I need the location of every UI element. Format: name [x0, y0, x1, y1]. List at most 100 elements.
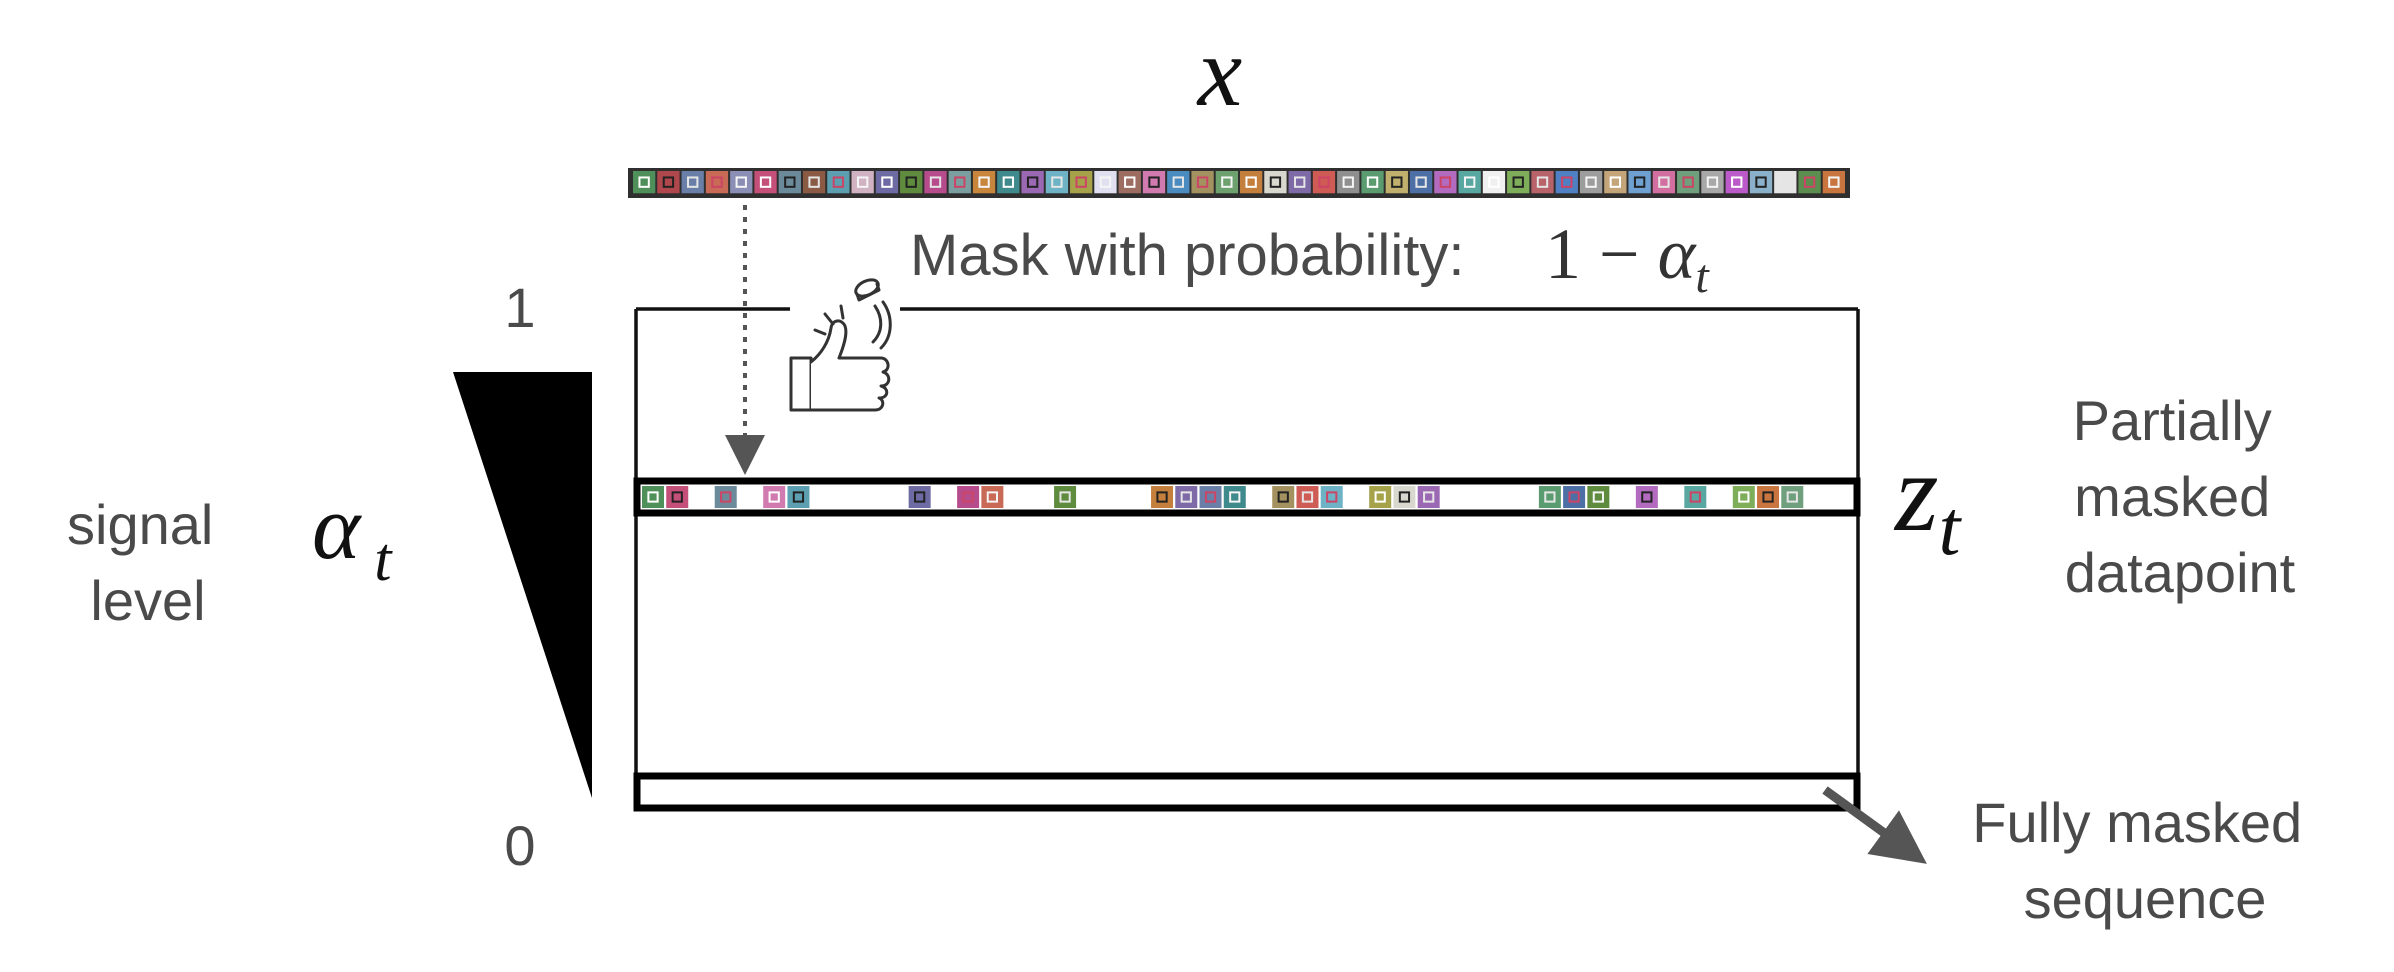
sequence-x-token-inner	[1536, 176, 1549, 188]
zt-symbol: zt	[1893, 431, 1963, 571]
sequence-x-token	[997, 171, 1020, 194]
sequence-zt-token	[1272, 486, 1295, 508]
sequence-x-token-inner	[1318, 176, 1330, 188]
sequence-x-token-inner	[1731, 176, 1743, 188]
hand-flipping-coin-icon	[789, 278, 892, 412]
sequence-zt-token	[1296, 486, 1319, 508]
sequence-zt-token-inner	[1277, 491, 1289, 503]
sequence-x-token-inner	[808, 176, 820, 188]
sequence-x-token	[1798, 171, 1821, 194]
sequence-x-token-inner	[929, 176, 942, 188]
sequence-x	[628, 168, 1850, 198]
sequence-zt-token-inner	[1738, 491, 1750, 503]
sequence-zt-token	[1538, 486, 1561, 508]
sequence-x-token	[1725, 171, 1748, 194]
sequence-zt-token	[1151, 486, 1174, 508]
sequence-x-token	[972, 171, 996, 194]
sequence-zt-token-inner	[1398, 491, 1411, 503]
sequence-zt-token-inner	[1544, 491, 1556, 503]
mask-probability-label: Mask with probability:	[910, 223, 1464, 288]
sequence-x-token-inner	[1269, 176, 1282, 188]
sequence-x-token-inner	[905, 176, 917, 188]
sequence-zt-token	[1369, 486, 1392, 508]
fully-masked-label: Fully masked sequence	[1972, 791, 2317, 930]
sequence-x-token-inner	[1172, 176, 1184, 188]
sequence-x-token	[1409, 171, 1433, 194]
mask-probability-formula: 1 − αt	[1545, 214, 1710, 303]
sequence-zt-token-inner	[962, 491, 974, 503]
signal-label-line2: level	[90, 569, 205, 632]
sequence-x-token	[754, 171, 777, 194]
sequence-zt-token	[908, 486, 931, 508]
sequence-x-token	[1240, 171, 1263, 194]
signal-level-wedge	[453, 372, 592, 798]
sequence-zt-token-inner	[1180, 491, 1192, 503]
fully-masked-arrow	[1822, 786, 1927, 864]
sequence-zt-token	[1587, 486, 1610, 508]
sequence-x-token	[900, 171, 923, 194]
sequence-zt-tokens	[642, 486, 1804, 508]
sequence-x-token-inner	[1561, 176, 1573, 188]
sequence-zt-token-inner	[647, 491, 659, 503]
sequence-x-token-inner	[1512, 176, 1524, 188]
sequence-x-token	[1749, 171, 1773, 194]
sequence-x-token-inner	[1391, 176, 1403, 188]
sequence-x-token	[948, 171, 971, 194]
sequence-x-token-inner	[687, 176, 699, 188]
sequence-zt-token-inner	[1374, 491, 1386, 503]
masking-frame	[634, 307, 1860, 808]
fully-label-line1: Fully masked	[1972, 791, 2302, 854]
sequence-x-token	[802, 171, 826, 194]
sequence-zt-token-inner	[1301, 491, 1314, 503]
sequence-x-token	[1215, 171, 1238, 194]
sequence-zt-token	[1757, 486, 1780, 508]
sequence-zt-token	[1635, 486, 1658, 508]
sequence-zt-token	[642, 486, 664, 508]
sequence-x-token-inner	[1803, 176, 1816, 188]
sequence-x-token-inner	[735, 176, 747, 188]
sequence-zt-token-inner	[1762, 491, 1774, 503]
sequence-x-token	[1434, 171, 1457, 194]
sequence-zt-token	[1563, 486, 1586, 508]
sequence-x-token	[1507, 171, 1530, 194]
sequence-zt-token-inner	[1786, 491, 1798, 503]
alpha-symbol: α	[312, 476, 362, 578]
sequence-x-token-inner	[1148, 176, 1160, 188]
signal-label-line1: signal	[67, 493, 213, 556]
sequence-x-token-inner	[1221, 176, 1233, 188]
sequence-x-token	[1628, 171, 1651, 194]
sequence-zt-token	[1223, 486, 1246, 508]
sequence-zt-token	[763, 486, 786, 508]
sequence-x-token	[1118, 171, 1141, 194]
sequence-zt-token-inner	[1229, 491, 1241, 503]
sequence-zt-token-inner	[986, 491, 998, 503]
sequence-x-token-inner	[954, 176, 966, 188]
sequence-zt-token-inner	[914, 491, 926, 503]
sequence-x-token	[1045, 171, 1069, 194]
sequence-zt-token	[1199, 486, 1222, 508]
sequence-x-token	[730, 171, 753, 194]
sequence-x-token	[1385, 171, 1408, 194]
sequence-x-token	[633, 171, 656, 194]
scale-top-label: 1	[504, 276, 535, 339]
sequence-x-token-inner	[1609, 176, 1622, 188]
sequence-zt-token-inner	[1059, 491, 1071, 503]
sequence-zt-token	[1393, 486, 1416, 508]
sequence-x-token-inner	[1002, 176, 1015, 188]
sequence-x-token-inner	[1463, 176, 1476, 188]
sequence-x-token	[1070, 171, 1093, 194]
sequence-x-token-inner	[1415, 176, 1427, 188]
sequence-x-token	[1677, 171, 1700, 194]
sequence-zt-token-inner	[671, 491, 683, 503]
mask-formula-alpha: α	[1658, 214, 1697, 294]
sequence-x-token-inner	[1245, 176, 1257, 188]
sequence-x-token	[875, 171, 899, 194]
sequence-x-token	[1579, 171, 1603, 194]
sequence-zt-token	[1054, 486, 1077, 508]
sequence-x-token-inner	[1099, 176, 1112, 188]
sequence-zt-token-inner	[768, 491, 780, 503]
sequence-zt-token-inner	[1204, 491, 1217, 503]
sequence-x-token	[827, 171, 850, 194]
sequence-zt-token	[1732, 486, 1755, 508]
